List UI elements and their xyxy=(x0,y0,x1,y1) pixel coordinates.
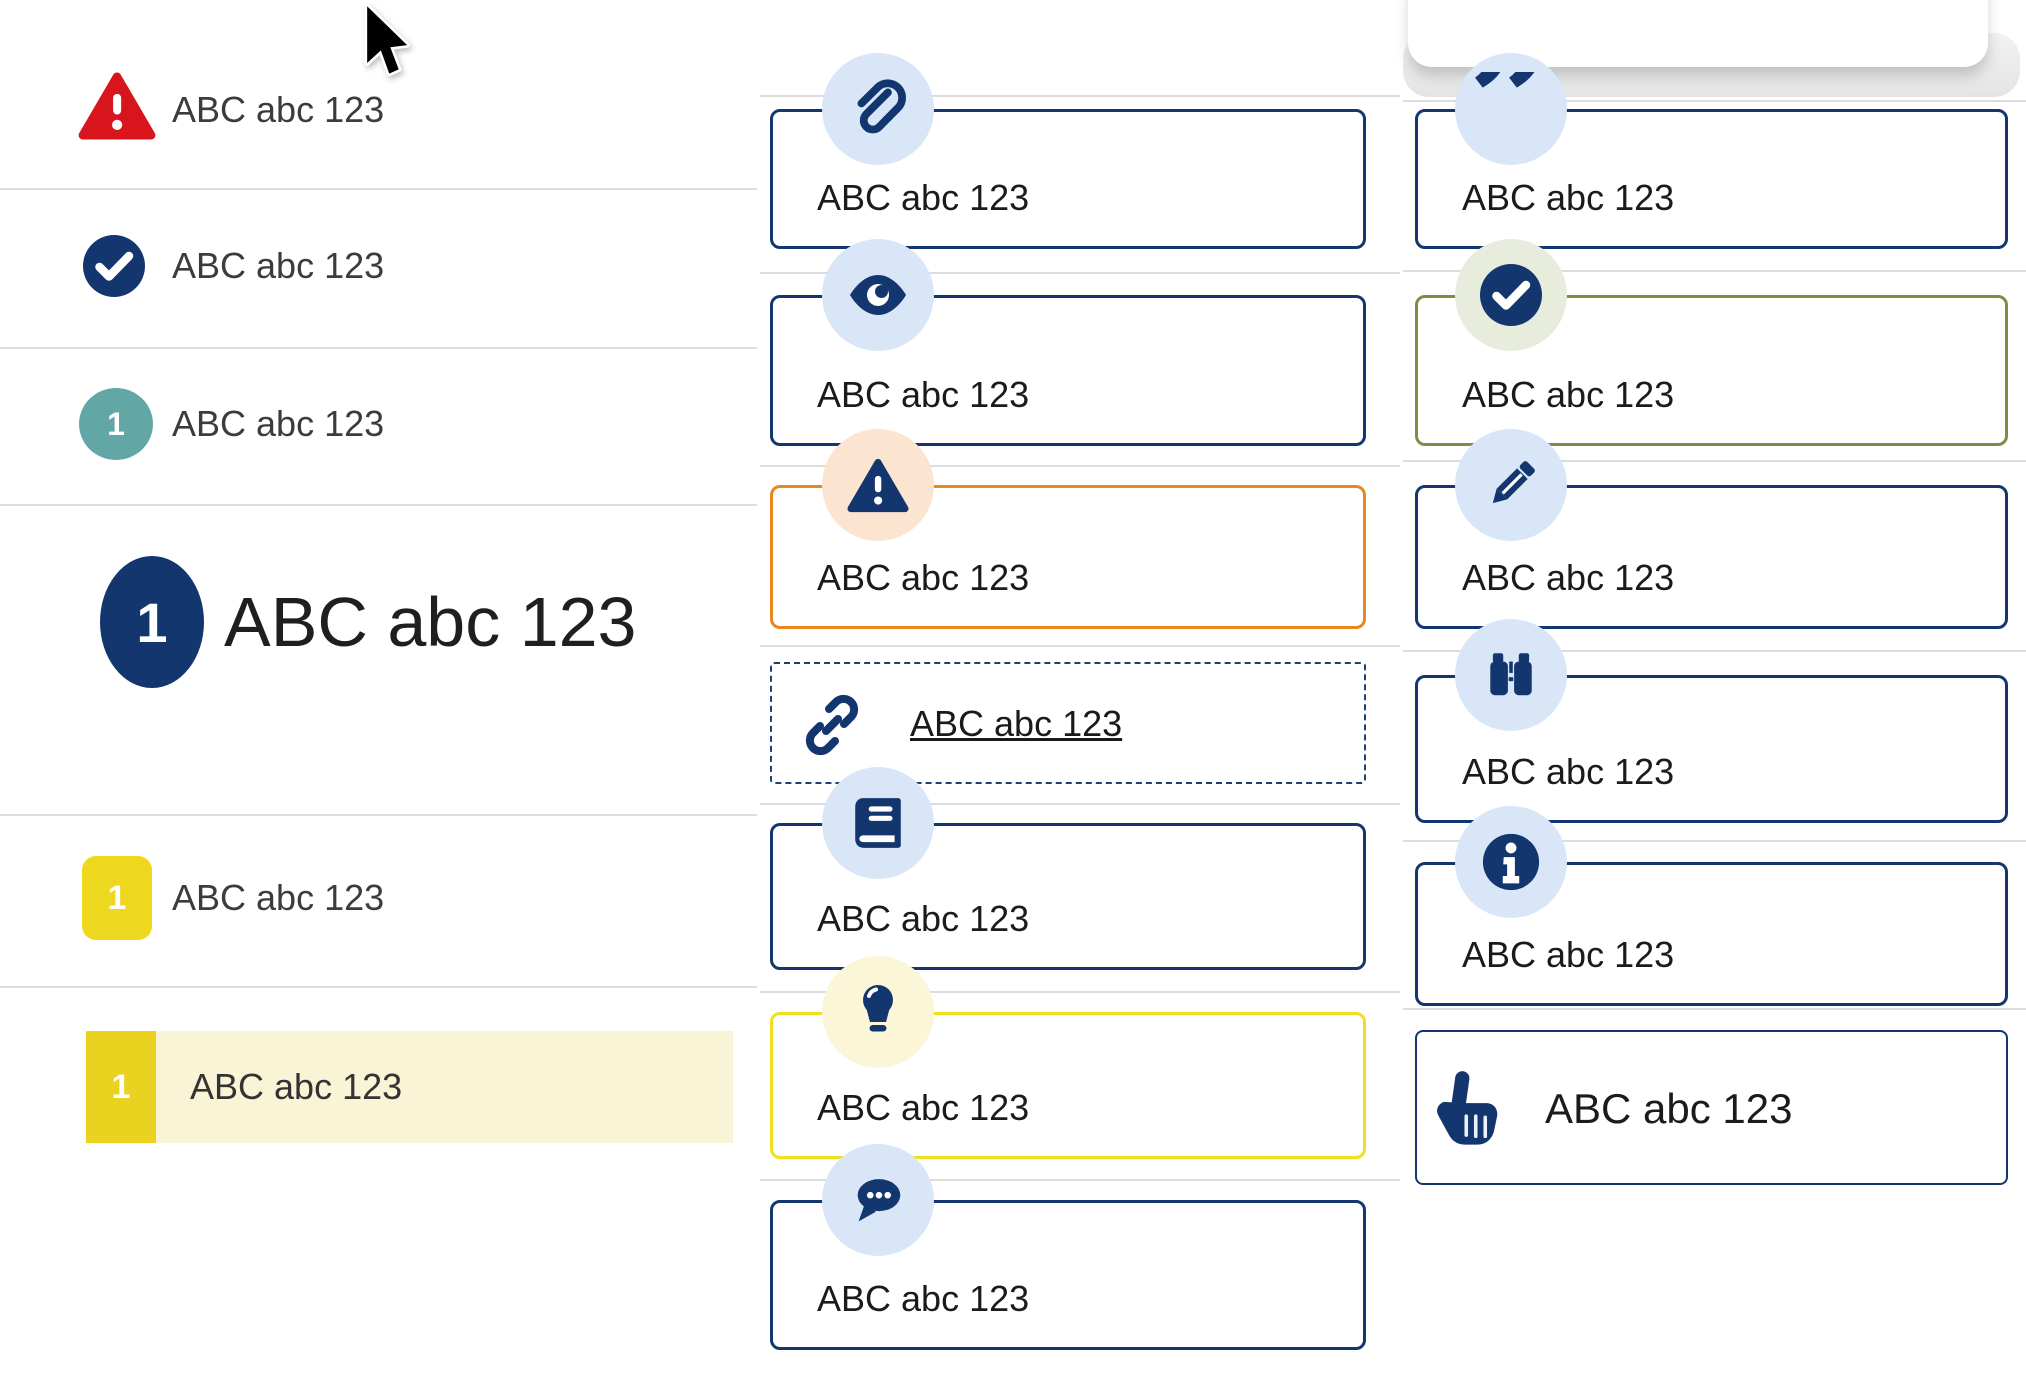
eye-icon xyxy=(850,275,906,315)
divider xyxy=(1403,1008,2026,1010)
callout-label: ABC abc 123 xyxy=(1462,177,1675,218)
callout-badge xyxy=(822,239,934,351)
callout-badge xyxy=(822,767,934,879)
warning-triangle-icon xyxy=(78,72,156,140)
divider xyxy=(0,814,757,816)
callout-badge xyxy=(1455,806,1567,918)
divider xyxy=(0,504,757,506)
mouse-cursor-icon xyxy=(364,3,410,77)
badge-number: 1 xyxy=(107,405,125,442)
number-badge: 1 xyxy=(100,556,204,688)
callout-warning: ABC abc 123 xyxy=(770,485,1366,629)
callout-badge xyxy=(1455,429,1567,541)
callout-badge xyxy=(1455,239,1567,351)
badge-number: 1 xyxy=(111,1067,131,1106)
divider xyxy=(760,991,1400,993)
callout-label: ABC abc 123 xyxy=(1462,751,1675,792)
list-item-label: ABC abc 123 xyxy=(172,245,385,286)
callout-action: ABC abc 123 xyxy=(1415,1030,2008,1185)
binoculars-icon xyxy=(1490,653,1532,696)
callout-link: ABC abc 123 xyxy=(770,662,1366,784)
callout-label: ABC abc 123 xyxy=(817,898,1030,939)
warning-triangle-icon xyxy=(847,458,909,512)
divider xyxy=(760,1179,1400,1181)
callout-quote: ABC abc 123 xyxy=(1415,109,2008,249)
chat-icon xyxy=(857,1179,901,1222)
badge-number: 1 xyxy=(136,590,168,654)
number-badge: 1 xyxy=(86,1031,156,1143)
divider xyxy=(1403,650,2026,652)
book-icon xyxy=(855,798,901,848)
divider xyxy=(760,95,1400,97)
callout-badge: ” xyxy=(1455,53,1567,165)
list-item-label: ABC abc 123 xyxy=(224,583,637,661)
callout-label: ABC abc 123 xyxy=(1462,934,1675,975)
list-item-label: ABC abc 123 xyxy=(172,877,385,918)
callout-label: ABC abc 123 xyxy=(817,1278,1030,1319)
list-item-label: ABC abc 123 xyxy=(172,403,385,444)
check-circle-icon xyxy=(1480,264,1542,326)
callout-label: ABC abc 123 xyxy=(817,177,1030,218)
callout-label: ABC abc 123 xyxy=(817,557,1030,598)
lightbulb-icon xyxy=(863,985,893,1032)
info-icon xyxy=(1482,833,1540,891)
callout-label: ABC abc 123 xyxy=(817,374,1030,415)
callout-link-text[interactable]: ABC abc 123 xyxy=(910,703,1123,744)
divider xyxy=(0,986,757,988)
divider xyxy=(760,803,1400,805)
divider xyxy=(1403,460,2026,462)
paperclip-icon xyxy=(857,79,906,134)
divider xyxy=(0,347,757,349)
callout-label: ABC abc 123 xyxy=(1462,557,1675,598)
pencil-icon xyxy=(1492,461,1535,504)
divider xyxy=(760,272,1400,274)
callout-badge xyxy=(1455,619,1567,731)
callout-badge xyxy=(822,956,934,1068)
callout-badge xyxy=(822,1144,934,1256)
divider xyxy=(1403,270,2026,272)
divider xyxy=(1403,100,2026,102)
list-item-label: ABC abc 123 xyxy=(190,1066,403,1107)
link-icon xyxy=(805,694,859,756)
check-circle-icon xyxy=(83,235,145,297)
number-badge: 1 xyxy=(82,856,152,940)
divider xyxy=(1403,840,2026,842)
quote-icon: ” xyxy=(1468,72,1554,146)
divider xyxy=(0,188,757,190)
hand-pointer-icon xyxy=(1437,1071,1498,1145)
callout-label: ABC abc 123 xyxy=(1462,374,1675,415)
callout-label: ABC abc 123 xyxy=(1545,1085,1793,1132)
badge-number: 1 xyxy=(107,878,127,917)
divider xyxy=(760,645,1400,647)
callout-badge xyxy=(822,429,934,541)
callout-label: ABC abc 123 xyxy=(817,1087,1030,1128)
number-badge: 1 xyxy=(79,388,153,460)
list-item-label: ABC abc 123 xyxy=(172,89,385,130)
callout-badge xyxy=(822,53,934,165)
divider xyxy=(760,465,1400,467)
row-highlight xyxy=(86,1031,733,1143)
